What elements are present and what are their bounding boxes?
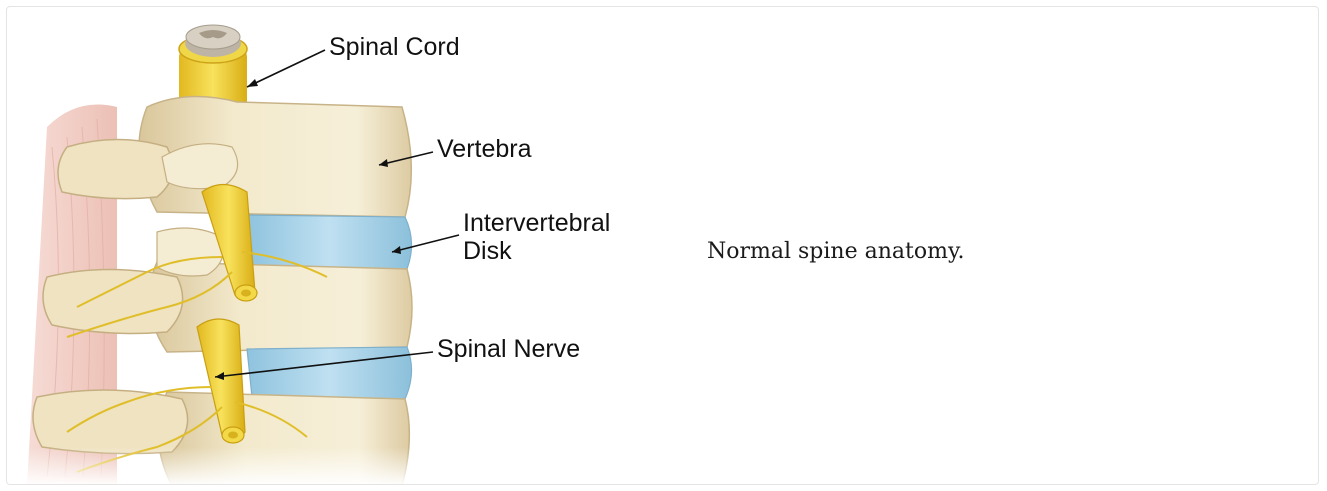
- intervertebral-disk-label-line1: Intervertebral: [463, 209, 610, 237]
- spine-illustration: Spinal Cord Vertebra Intervertebral Disk…: [7, 7, 707, 485]
- intervertebral-disk-label-line2: Disk: [463, 237, 512, 265]
- spinal-cord-leader: [247, 50, 325, 87]
- upper-disk: [247, 215, 412, 269]
- vertebra-label: Vertebra: [437, 135, 532, 163]
- figure-card: Spinal Cord Vertebra Intervertebral Disk…: [6, 6, 1319, 485]
- figure-caption: Normal spine anatomy.: [707, 239, 964, 264]
- lower-disk: [247, 347, 412, 399]
- spinal-cord-label: Spinal Cord: [329, 33, 460, 61]
- spinal-nerve-label: Spinal Nerve: [437, 335, 580, 363]
